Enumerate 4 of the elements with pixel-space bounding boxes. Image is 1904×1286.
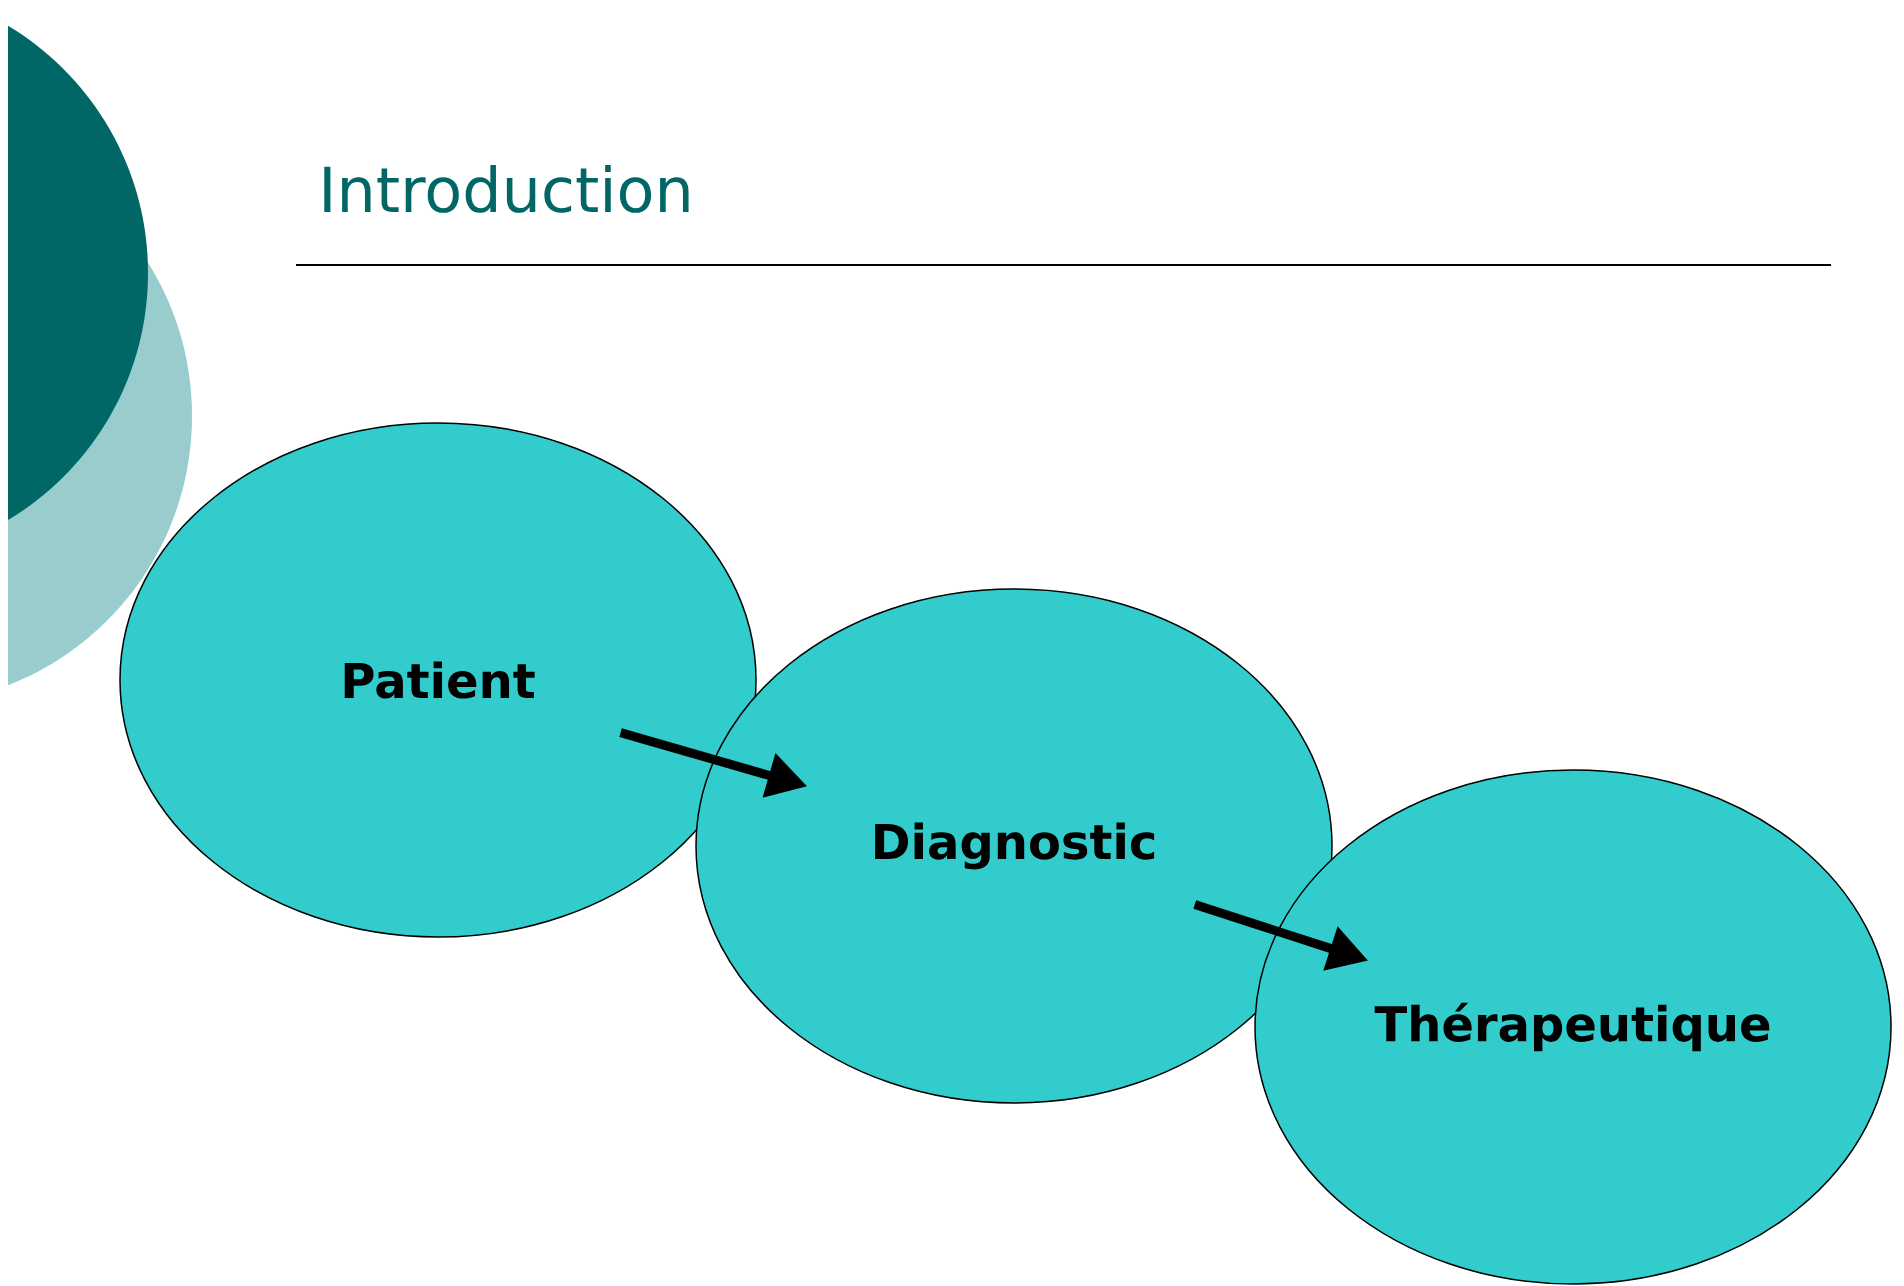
title: Introduction bbox=[324, 164, 689, 213]
ellipse-node: Diagnostic bbox=[695, 588, 1333, 1104]
ellipse-node: Thérapeutique bbox=[1254, 769, 1892, 1285]
ellipse-node: Patient bbox=[119, 422, 757, 938]
